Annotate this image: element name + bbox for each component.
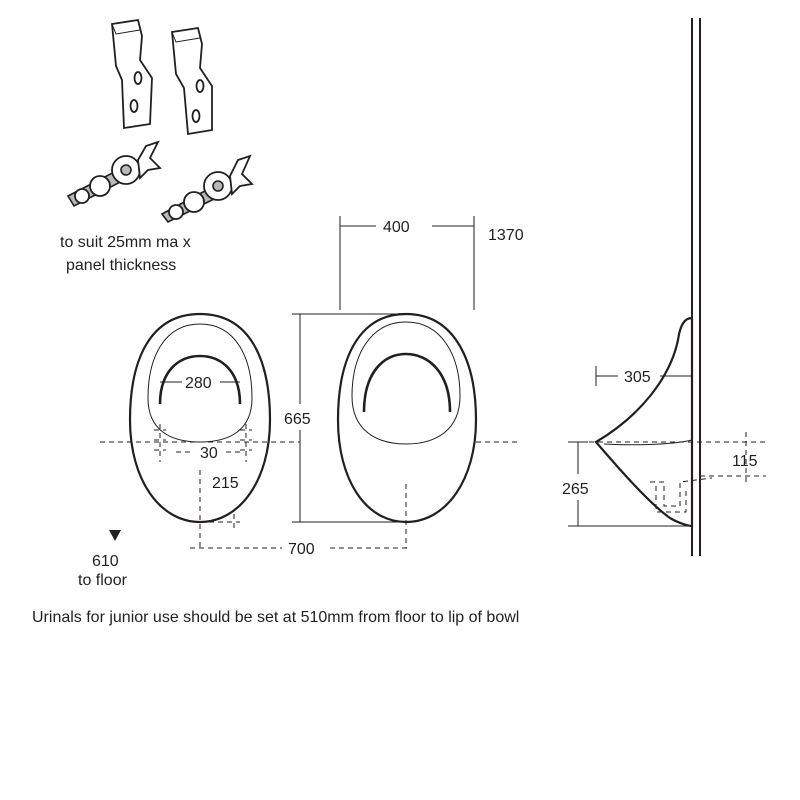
fixing-caption-line2: panel thickness [66,257,176,274]
wing-nut-fixing-left [66,140,162,208]
dim-waste-centre: 115 [732,453,758,470]
junior-use-note: Urinals for junior use should be set at … [32,609,519,626]
urinal-front-view-left [100,312,300,548]
dim-line-height [292,313,402,523]
wall-bracket-left [111,18,153,130]
dim-waste-offset: 215 [212,475,239,492]
urinal-side-view [568,18,766,556]
dim-fixing-centres: 30 [200,445,218,462]
dim-floor-label: to floor [78,572,128,589]
dim-projection: 305 [624,369,651,386]
wall-bracket-right [171,26,213,136]
floor-arrow-icon [109,530,121,541]
urinal-front-view-right [336,312,520,548]
dim-overall-height-label: 1370 [488,227,524,244]
dim-line-front-width [339,216,475,310]
dim-bowl-inner-width: 280 [185,375,212,392]
dim-overall-width: 700 [288,541,315,558]
dim-height: 665 [284,411,311,428]
dim-floor-value: 610 [92,553,119,570]
wing-nut-fixing-right [160,154,254,224]
dim-front-width: 400 [383,219,410,236]
dim-waste-height: 265 [562,481,589,498]
fixing-caption-line1: to suit 25mm ma x [60,234,191,251]
